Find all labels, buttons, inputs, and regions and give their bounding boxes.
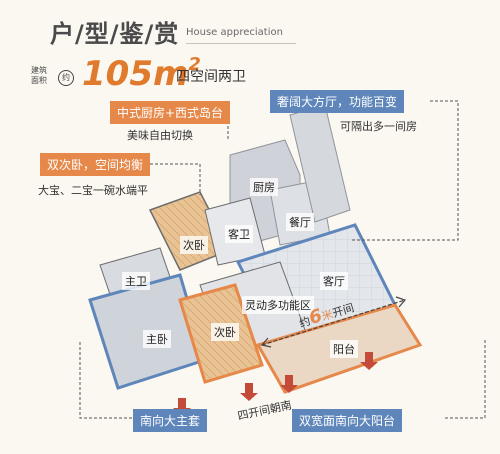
bedrooms-callout: 双次卧，空间均衡 xyxy=(40,153,151,176)
area-unit-sup: 2 xyxy=(188,54,201,75)
kitchen-callout-sub: 美味自由切换 xyxy=(127,129,193,142)
area-prefix-badge: 约 xyxy=(58,70,74,86)
room-label-master-bath: 主卫 xyxy=(122,272,150,290)
guide-lines xyxy=(79,100,486,419)
room-label-multi: 灵动多功能区 xyxy=(242,296,314,314)
room-label-second-bed-bottom: 次卧 xyxy=(211,323,239,341)
master-callout: 南向大主套 xyxy=(133,409,208,432)
living-callout: 奢阔大方厅，功能百变 xyxy=(270,90,405,113)
area-description: 四空间两卫 xyxy=(176,69,246,85)
balcony-callout: 双宽面南向大阳台 xyxy=(292,409,403,432)
area-number: 105m xyxy=(82,54,189,94)
width-arrow xyxy=(260,296,407,348)
room-label-master-bed: 主卧 xyxy=(143,330,171,348)
page-title: 户/型/鉴/赏 xyxy=(50,20,180,48)
bedrooms-callout-sub: 大宝、二宝一碗水端平 xyxy=(38,184,148,197)
living-callout-sub: 可隔出多一间房 xyxy=(340,120,417,133)
room-label-second-bed-top: 次卧 xyxy=(180,236,208,254)
area-value: 105m2 xyxy=(82,54,201,94)
room-label-living: 客厅 xyxy=(320,272,348,290)
page-subtitle-en: House appreciation xyxy=(186,27,283,38)
area-label: 建筑面积 xyxy=(31,66,47,85)
kitchen-callout: 中式厨房+西式岛台 xyxy=(110,101,231,124)
room-label-guest-bath: 客卫 xyxy=(225,225,253,243)
room-label-dining: 餐厅 xyxy=(286,213,314,231)
title-divider xyxy=(186,43,296,44)
room-label-kitchen: 厨房 xyxy=(250,178,278,196)
room-label-balcony: 阳台 xyxy=(330,340,358,358)
